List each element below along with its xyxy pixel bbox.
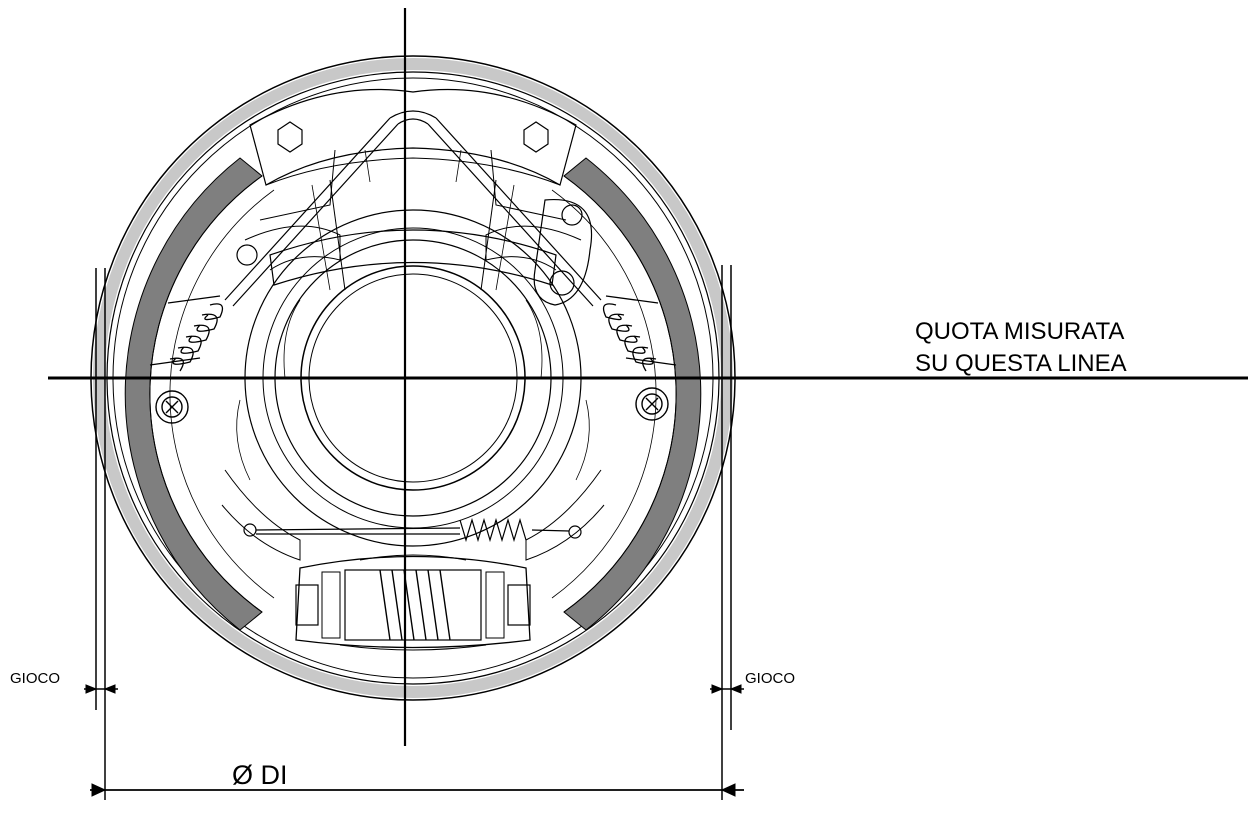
diameter-label: Ø DI <box>232 760 288 790</box>
hold-down-pins <box>155 387 669 424</box>
lower-return-spring <box>243 517 582 543</box>
brake-linings <box>124 157 702 631</box>
right-coil-spring <box>602 295 677 372</box>
left-coil-spring <box>149 295 224 372</box>
adjuster-assembly <box>295 554 531 651</box>
dimension-lines <box>84 265 744 800</box>
measure-label-line-1: QUOTA MISURATA <box>915 318 1124 345</box>
gioco-right-label: GIOCO <box>745 670 795 687</box>
backing-plate <box>221 88 605 561</box>
gioco-left-label: GIOCO <box>10 670 60 687</box>
measure-label-line-2: SU QUESTA LINEA <box>915 350 1127 377</box>
upper-springs <box>224 110 602 307</box>
centre-lines <box>48 8 1248 746</box>
